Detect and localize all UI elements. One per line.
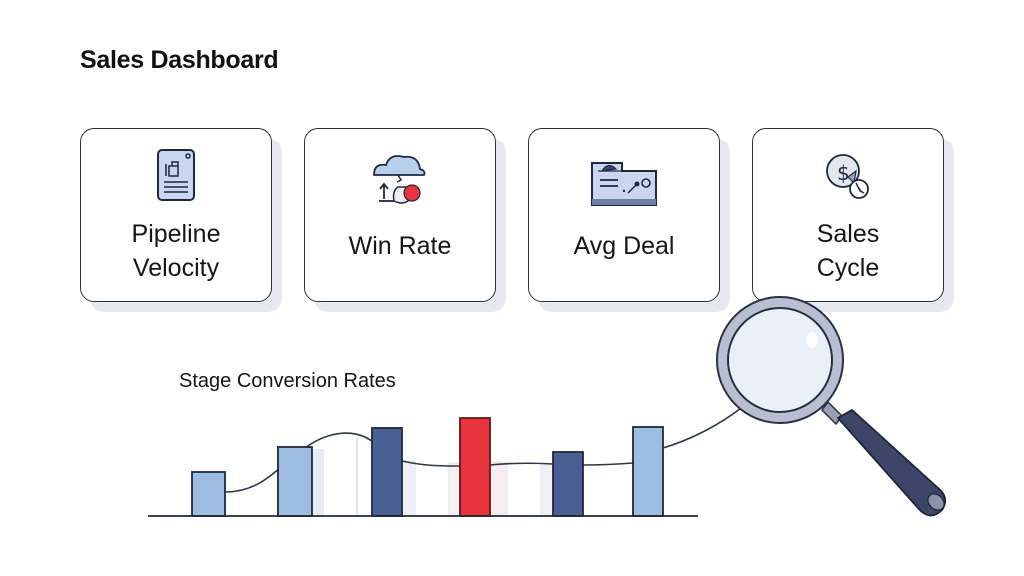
bar-stage-3 bbox=[371, 427, 403, 517]
kpi-card-label-line2: Velocity bbox=[132, 254, 220, 282]
deal-card-icon bbox=[591, 162, 657, 206]
kpi-card-sales-cycle[interactable]: $ Sales Cycle bbox=[752, 128, 944, 302]
bar-stage-2 bbox=[277, 446, 313, 517]
kpi-card-avg-deal[interactable]: Avg Deal bbox=[528, 128, 720, 302]
kpi-card-pipeline-velocity[interactable]: Pipeline Velocity bbox=[80, 128, 272, 302]
bar-stage-5 bbox=[552, 451, 584, 517]
document-report-icon bbox=[157, 149, 195, 201]
svg-text:$: $ bbox=[837, 161, 850, 185]
ghost-bars bbox=[312, 438, 554, 517]
chart-title: Stage Conversion Rates bbox=[179, 370, 396, 392]
dollar-clock-icon: $ bbox=[826, 154, 869, 199]
kpi-card-label: Avg Deal bbox=[573, 232, 675, 260]
kpi-card-label: Win Rate bbox=[348, 232, 452, 260]
magnifying-glass-icon bbox=[716, 296, 947, 517]
bar-stage-1 bbox=[191, 471, 226, 517]
page-title: Sales Dashboard bbox=[80, 46, 279, 74]
bar-stage-6 bbox=[632, 426, 664, 517]
kpi-card-label-line2: Cycle bbox=[816, 254, 880, 282]
kpi-card-win-rate[interactable]: Win Rate bbox=[304, 128, 496, 302]
kpi-card-label: Sales bbox=[816, 220, 880, 248]
bars bbox=[191, 417, 664, 517]
cloud-handshake-icon bbox=[373, 155, 426, 204]
bar-stage-4 bbox=[459, 417, 491, 517]
kpi-card-label: Pipeline bbox=[131, 220, 221, 248]
